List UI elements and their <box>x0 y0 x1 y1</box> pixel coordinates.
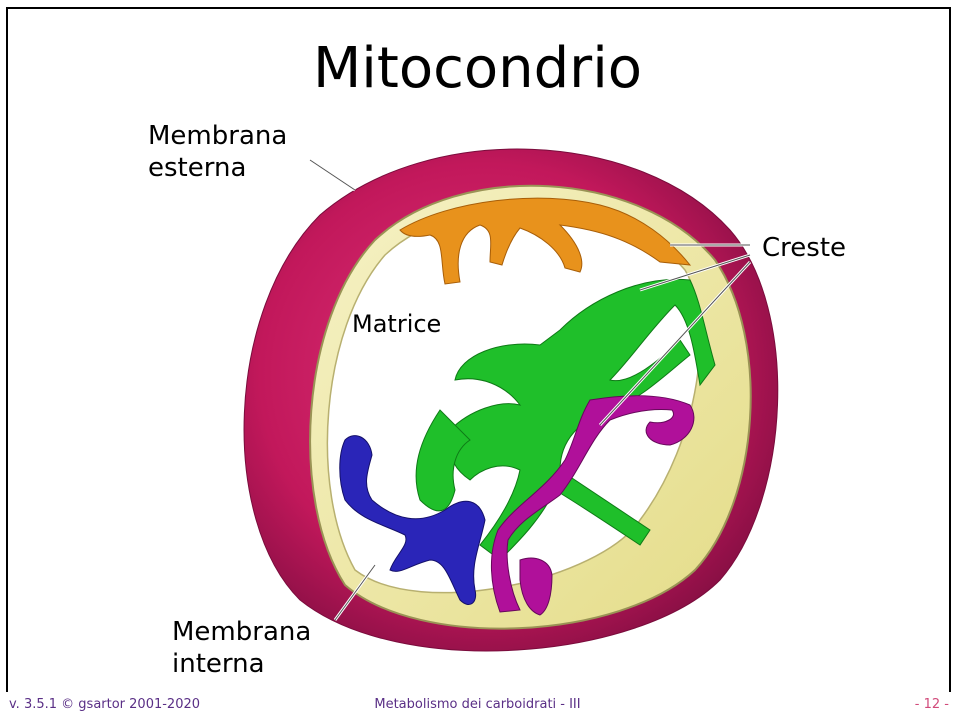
footer-course-title: Metabolismo dei carboidrati - III <box>0 697 955 712</box>
label-matrice: Matrice <box>352 308 441 340</box>
footer-page-number: - 12 - <box>915 697 949 712</box>
label-membrana-esterna: Membrana esterna <box>148 120 287 184</box>
label-membrana-interna: Membrana interna <box>172 616 311 680</box>
label-creste: Creste <box>762 232 846 264</box>
